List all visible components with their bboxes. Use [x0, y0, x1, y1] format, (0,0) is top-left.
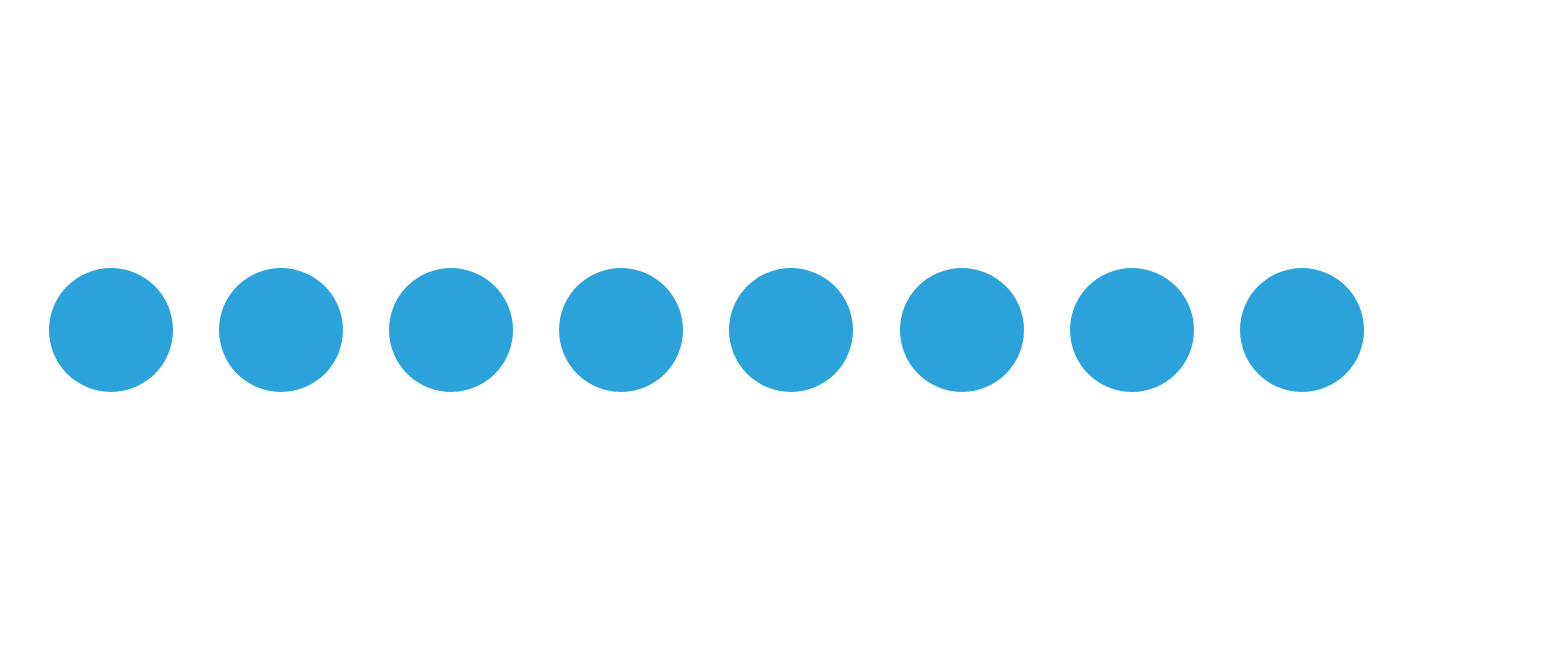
blue-dot	[729, 268, 853, 392]
blue-dot	[559, 268, 683, 392]
blue-dot	[49, 268, 173, 392]
blue-dot	[219, 268, 343, 392]
blue-dot	[389, 268, 513, 392]
blue-dot	[1240, 268, 1364, 392]
blue-dot	[1070, 268, 1194, 392]
blue-dot	[900, 268, 1024, 392]
